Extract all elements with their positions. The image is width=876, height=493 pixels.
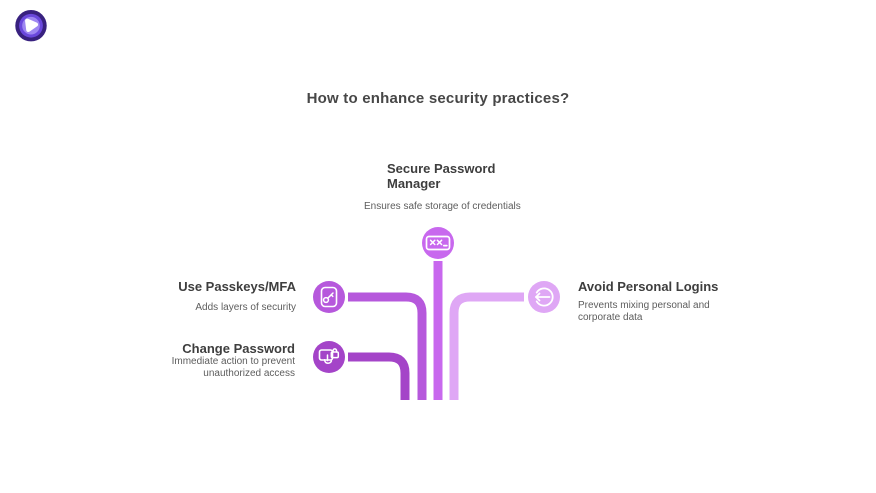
change-password-circle <box>313 341 345 373</box>
login-arrow-icon <box>535 287 554 307</box>
page-title: How to enhance security practices? <box>306 90 570 107</box>
use-passkeys-connector <box>348 292 427 400</box>
change-password-label: Change Password <box>182 341 295 356</box>
secure-password-manager-desc: Ensures safe storage of credentials <box>364 201 521 212</box>
password-field-icon <box>425 235 451 251</box>
use-passkeys-desc: Adds layers of security <box>195 302 296 313</box>
passkey-icon <box>320 286 338 308</box>
use-passkeys-node <box>313 281 345 313</box>
change-password-icon <box>318 348 340 364</box>
brand-logo <box>15 9 47 42</box>
avoid-personal-logins-node <box>528 281 560 313</box>
change-password-node <box>313 341 345 373</box>
change-password-desc: Immediate action to prevent unauthorized… <box>171 356 295 379</box>
use-passkeys-label: Use Passkeys/MFA <box>178 279 296 294</box>
logo-pick-icon <box>25 18 39 33</box>
secure-password-manager-node <box>422 227 454 259</box>
avoid-personal-logins-label: Avoid Personal Logins <box>578 279 719 294</box>
avoid-personal-logins-connector <box>449 292 524 400</box>
change-password-connector <box>348 352 410 400</box>
avoid-personal-logins-desc: Prevents mixing personal and corporate d… <box>578 300 710 323</box>
secure-password-manager-label: Secure Password Manager <box>387 161 496 191</box>
